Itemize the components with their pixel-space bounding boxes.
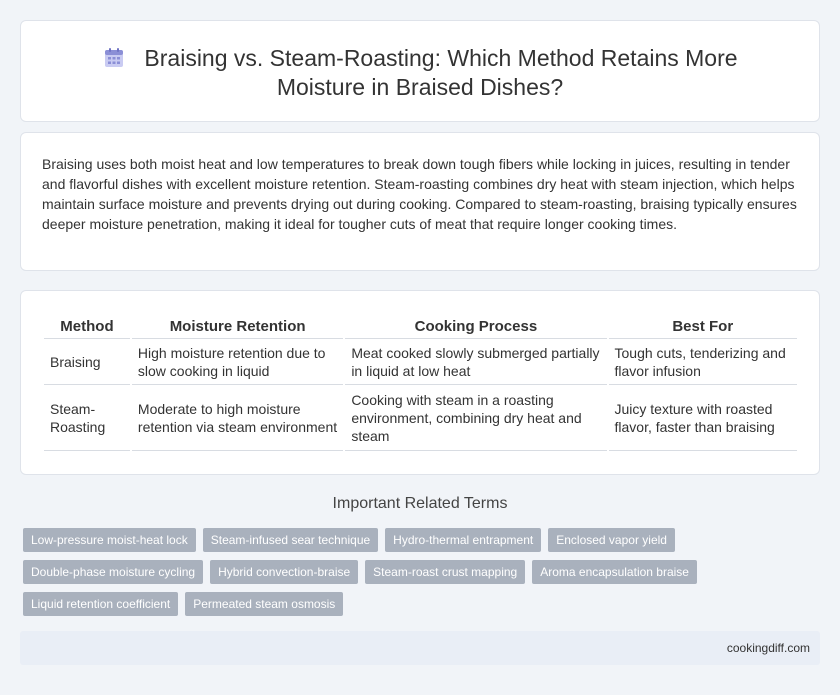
footer-site-link[interactable]: cookingdiff.com <box>726 641 810 655</box>
table-cell: Meat cooked slowly submerged partially i… <box>345 339 607 385</box>
intro-paragraph: Braising uses both moist heat and low te… <box>42 156 797 232</box>
header-moisture-retention: Moisture Retention <box>131 313 344 339</box>
table-cell: High moisture retention due to slow cook… <box>131 339 344 385</box>
related-term-tag[interactable]: Double-phase moisture cycling <box>23 560 204 584</box>
related-term-tag[interactable]: Low-pressure moist-heat lock <box>23 528 196 552</box>
table-header-row: Method Moisture Retention Cooking Proces… <box>44 313 797 339</box>
related-term-tag[interactable]: Permeated steam osmosis <box>185 592 344 616</box>
tag-row: Double-phase moisture cycling Hybrid con… <box>23 560 703 584</box>
table-cell: Juicy texture with roasted flavor, faste… <box>608 385 797 451</box>
related-terms-tags: Low-pressure moist-heat lock Steam-infus… <box>23 528 703 624</box>
page-title: Braising vs. Steam-Roasting: Which Metho… <box>21 44 819 102</box>
table-row: Steam-Roasting Moderate to high moisture… <box>44 385 797 451</box>
table-cell: Cooking with steam in a roasting environ… <box>345 385 607 451</box>
title-card: Braising vs. Steam-Roasting: Which Metho… <box>20 20 820 122</box>
tag-row: Low-pressure moist-heat lock Steam-infus… <box>23 528 703 552</box>
header-method: Method <box>44 313 130 339</box>
intro-card: Braising uses both moist heat and low te… <box>20 132 820 271</box>
page-title-text: Braising vs. Steam-Roasting: Which Metho… <box>144 45 738 100</box>
table-cell: Tough cuts, tenderizing and flavor infus… <box>608 339 797 385</box>
header-cooking-process: Cooking Process <box>345 313 607 339</box>
related-term-tag[interactable]: Enclosed vapor yield <box>548 528 675 552</box>
tag-row: Liquid retention coefficient Permeated s… <box>23 592 703 616</box>
related-terms-heading: Important Related Terms <box>332 495 508 512</box>
related-term-tag[interactable]: Steam-roast crust mapping <box>365 560 526 584</box>
related-term-tag[interactable]: Liquid retention coefficient <box>23 592 179 616</box>
related-term-tag[interactable]: Steam-infused sear technique <box>202 528 379 552</box>
comparison-table: Method Moisture Retention Cooking Proces… <box>42 313 799 451</box>
related-term-tag[interactable]: Hybrid convection-braise <box>210 560 359 584</box>
table-cell: Steam-Roasting <box>44 385 130 451</box>
footer: cookingdiff.com <box>20 631 820 665</box>
related-term-tag[interactable]: Hydro-thermal entrapment <box>385 528 542 552</box>
calendar-icon <box>102 46 126 70</box>
table-row: Braising High moisture retention due to … <box>44 339 797 385</box>
table-cell: Braising <box>44 339 130 385</box>
related-term-tag[interactable]: Aroma encapsulation braise <box>532 560 697 584</box>
comparison-card: Method Moisture Retention Cooking Proces… <box>20 290 820 475</box>
table-cell: Moderate to high moisture retention via … <box>131 385 344 451</box>
header-best-for: Best For <box>608 313 797 339</box>
